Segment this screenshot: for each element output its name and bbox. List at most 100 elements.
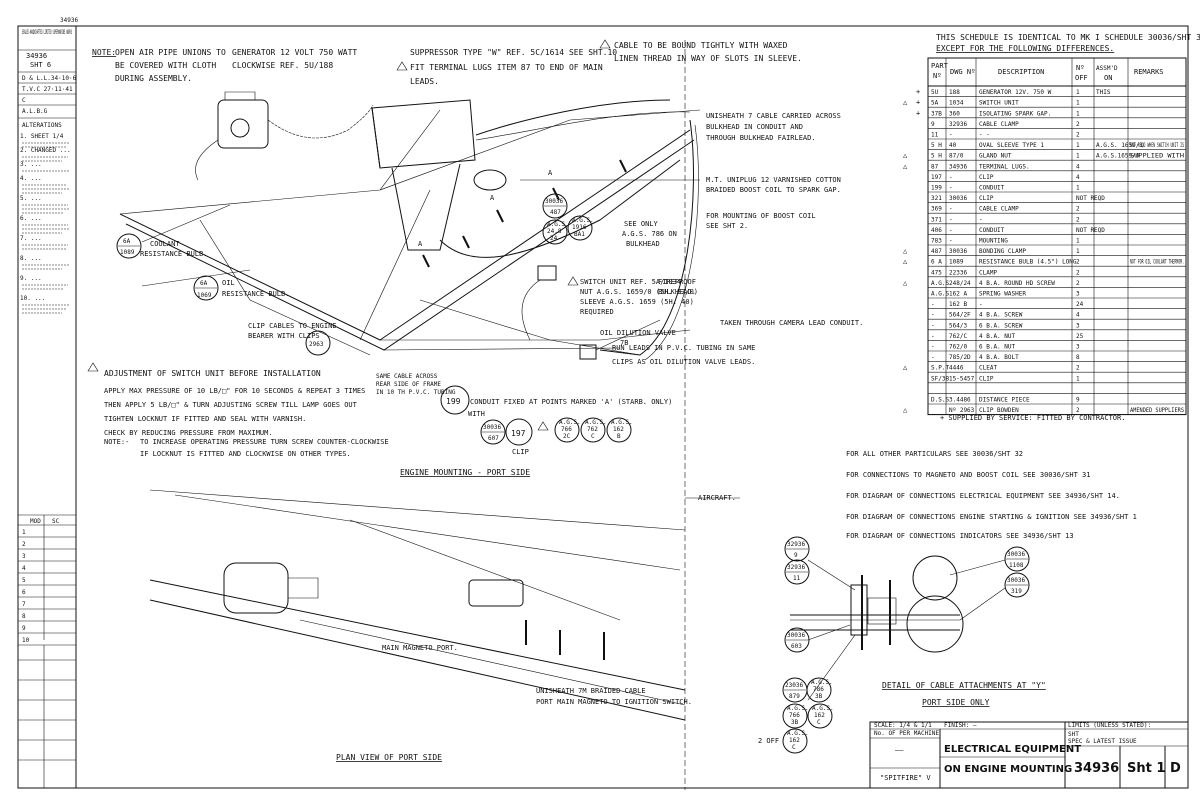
d-30036-603-bot: 603 [791, 643, 802, 650]
schedule-row-desc: CLIP [979, 174, 994, 181]
balloon-ags-1916 [567, 215, 593, 241]
schedule-row-dwg: 762/0 [949, 344, 967, 351]
note-fit-terminal-1: FIT TERMINAL LUGS ITEM 87 TO END OF MAIN [410, 63, 603, 72]
tb-issue-letter: D [1170, 761, 1181, 776]
schedule-row-dwg: - [949, 216, 953, 223]
schedule-row-dwg: 762/C [949, 333, 967, 340]
schedule-row-marker: + [916, 109, 920, 117]
schedule-row-part: - [931, 344, 935, 351]
strip-sheet: SHT 6 [30, 61, 51, 69]
schedule-row-dwg: 248/24 [949, 280, 971, 287]
balloon-6a-1069-bot: 1069 [197, 292, 212, 299]
detail-subtitle: PORT SIDE ONLY [922, 698, 990, 707]
schedule-row-part: 6 A [931, 259, 942, 266]
schedule-head-no: Nº [1076, 64, 1084, 72]
schedule-row-off: 25 [1076, 333, 1084, 340]
balloon-ags-762 [580, 417, 606, 443]
schedule-row-part: 487 [931, 248, 942, 255]
balloon-ags-248-m: 24.8 [547, 228, 562, 235]
schedule-row-dwg: 32936 [949, 121, 967, 128]
note-see-only-1: SEE ONLY [624, 220, 659, 228]
schedule-row-dwg: 30036 [949, 248, 967, 255]
mini-row-1: 1 [22, 529, 26, 536]
schedule-row-part: - [931, 333, 935, 340]
mini-row-8: 8 [22, 613, 26, 620]
schedule-row-part: - [931, 354, 935, 361]
tb-scale: SCALE: 1/4 & 1/1 [874, 722, 932, 729]
alteration-9: 9. ... [20, 275, 42, 282]
tb-spec: SPEC & LATEST ISSUE [1068, 738, 1137, 745]
plan-view-drawing [149, 489, 686, 721]
d-balloon-30036-319 [1004, 572, 1030, 598]
d-32936-9-top: 32936 [787, 541, 805, 548]
schedule-row-off: 4 [1076, 174, 1080, 181]
schedule-head-dwg: DWG Nº [950, 68, 975, 76]
balloon-ags-766-m: 766 [561, 426, 572, 433]
note-fit-terminal-2: LEADS. [410, 77, 439, 86]
balloon-ags-162-m: 162 [613, 426, 624, 433]
note-see-only-3: BULKHEAD [626, 240, 660, 248]
adjustment-line-1: APPLY MAX PRESSURE OF 10 LB/□" FOR 10 SE… [104, 387, 365, 395]
schedule-row-assm: A.G.S. 1659/1 [1096, 142, 1143, 149]
note-suppressor: SUPPRESSOR TYPE "W" REF. 5C/1614 SEE SHT… [410, 48, 617, 57]
schedule-head-off: OFF [1075, 74, 1088, 82]
schedule-row-desc: 4 B.A. SCREW [979, 312, 1023, 319]
note-switch-3: SLEEVE A.G.S. 1659 (5H. 40) [580, 298, 694, 306]
d-balloon-30036-1108 [1004, 546, 1030, 572]
schedule-row-desc: GENERATOR 12V. 750 W [979, 89, 1052, 96]
d-ags-162b-t: A.G.S. [787, 730, 809, 737]
tb-sheets-label: SHT [1068, 731, 1079, 738]
tb-title-line-1: ELECTRICAL EQUIPMENT [944, 744, 1081, 755]
mini-row-7: 7 [22, 601, 26, 608]
note-conduit-fixed-1: CONDUIT FIXED AT POINTS MARKED 'A' (STAR… [470, 398, 672, 406]
note-switch-1: SWITCH UNIT REF. 5A/1034 [580, 278, 681, 286]
schedule-row-dwg: - [949, 206, 953, 213]
particular-3: FOR DIAGRAM OF CONNECTIONS ELECTRICAL EQ… [846, 492, 1120, 500]
alteration-8: 8. ... [20, 255, 42, 262]
schedule-row-desc: CLIP BOWDEN [979, 407, 1019, 414]
alteration-5: 5. ... [20, 195, 42, 202]
d-balloon-ags-766 [782, 703, 808, 729]
schedule-row-part: 5 H [931, 153, 942, 160]
schedule-row-off: 1 [1076, 238, 1080, 245]
schedule-row-dwg: 3.4486 [949, 397, 971, 404]
balloon-ags-248-t: A.G.S. [547, 221, 569, 228]
mini-head-mod: MOD [30, 518, 41, 525]
d-23036-879-top: 23036 [785, 682, 803, 689]
schedule-row-dwg: 1034 [949, 100, 964, 107]
schedule-row-part: 5A [931, 100, 939, 107]
balloon-30036-487 [542, 193, 568, 219]
schedule-row-part: S.P.T [931, 365, 949, 372]
balloon-6a-1069-top: 6A [200, 280, 208, 287]
schedule-row-off: 8 [1076, 354, 1080, 361]
schedule-row-off: 1 [1076, 110, 1080, 117]
schedule-head-desc: DESCRIPTION [998, 68, 1044, 76]
warning-triangle-icon [567, 276, 579, 286]
note-dilution-1: OIL DILUTION VALVE [600, 329, 676, 337]
balloon-6a-1069 [193, 275, 219, 301]
balloon-ags-766 [554, 417, 580, 443]
schedule-row-desc: ISOLATING SPARK GAP. [979, 110, 1051, 117]
mini-row-6: 6 [22, 589, 26, 596]
note-see-only-2: A.G.S. 786 ON [622, 230, 677, 238]
schedule-row-part: 11 [931, 132, 939, 139]
boost-coil [473, 169, 507, 191]
schedule-row-amend-icon: △ [903, 279, 908, 287]
schedule-row-part: A.G.S [931, 280, 949, 287]
schedule-row-off: NOT REQD [1076, 227, 1105, 234]
engine-mounting-title: ENGINE MOUNTING - PORT SIDE [400, 468, 530, 477]
d-balloon-30036-603 [784, 627, 810, 653]
schedule-row-dwg: - [949, 227, 953, 234]
strip-drawing-no: 34936 [26, 52, 47, 60]
detail-tube-upper [912, 555, 958, 601]
mini-head-sc: SC [52, 518, 60, 525]
note-run-leads-2: CLIPS AS OIL DILUTION VALVE LEADS. [612, 358, 755, 366]
schedule-row-desc: CABLE CLAMP [979, 121, 1019, 128]
schedule-row-desc: 6 B.A. NUT [979, 344, 1016, 351]
note-main-magneto-port: MAIN MAGNETO PORT. [382, 644, 458, 652]
d-ags-786-t: A.G.S. [811, 679, 833, 686]
balloon-ags-248 [542, 219, 568, 245]
alteration-1: 1. SHEET 1/4 [20, 133, 64, 140]
schedule-row-off: 1 [1076, 100, 1080, 107]
